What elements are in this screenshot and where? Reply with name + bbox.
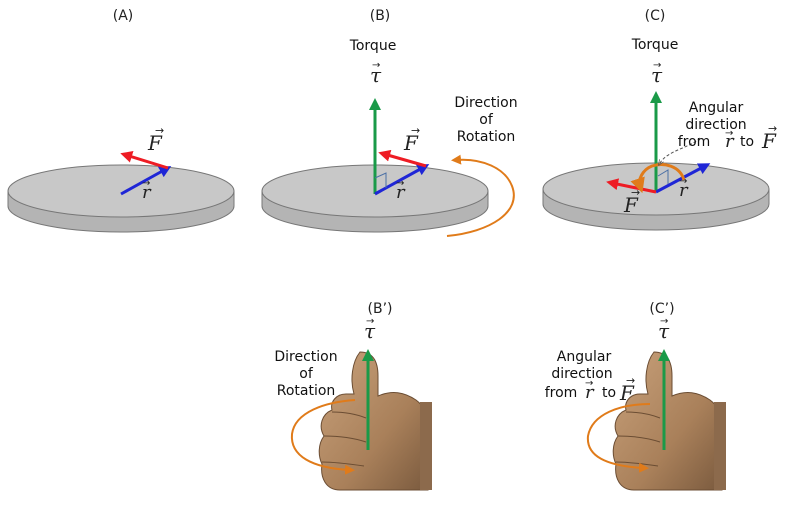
tau-arrow-mark-b: → <box>372 60 380 71</box>
svg-text:Rotation: Rotation <box>457 129 516 145</box>
direction-of-rotation-label-b-prime: Direction of Rotation <box>274 349 337 399</box>
svg-text:Rotation: Rotation <box>277 383 336 399</box>
disk-a <box>7 164 235 233</box>
r-vector-a <box>120 166 172 196</box>
svg-text:of: of <box>299 366 314 382</box>
f-symbol-b: F <box>403 131 419 155</box>
right-angle-mark-c <box>657 169 669 184</box>
f-arrow-mark-c: → <box>631 186 640 199</box>
r-symbol-a: r <box>142 182 152 203</box>
torque-label-c: Torque <box>631 37 679 53</box>
r-symbol-b: r <box>396 182 406 203</box>
svg-text:to: to <box>602 385 616 401</box>
svg-text:of: of <box>479 112 494 128</box>
angular-direction-label-c: Angular direction from r → to F → <box>678 100 778 153</box>
svg-text:Angular: Angular <box>689 100 744 116</box>
f-arrow-mark-a: → <box>155 124 164 137</box>
right-angle-mark-b <box>374 172 387 188</box>
r-arrow-mark-c: → <box>679 176 687 187</box>
r-vector-b <box>374 164 430 196</box>
direction-of-rotation-label-b: Direction of Rotation <box>454 95 517 145</box>
f-arrow-mark-b: → <box>411 124 420 137</box>
panel-a-label: (A) <box>113 8 134 24</box>
r-arrow-mark-b: → <box>396 178 404 189</box>
tau-symbol-c-prime: τ <box>658 319 670 343</box>
panel-a: (A) F → r → <box>7 8 235 233</box>
svg-text:Angular: Angular <box>557 349 612 365</box>
f-symbol-a: F <box>147 131 163 155</box>
r-vector-c <box>655 163 711 194</box>
f-vector-b <box>378 149 427 168</box>
svg-text:Direction: Direction <box>274 349 337 365</box>
f-symbol-c: F <box>623 193 639 217</box>
svg-text:from: from <box>545 385 578 401</box>
thumbs-up-hand-c-prime <box>612 351 726 491</box>
panel-c-prime-label: (C’) <box>649 301 674 317</box>
rotation-arrow-b <box>446 154 515 237</box>
tau-symbol-c: τ <box>651 63 663 87</box>
panel-b-label: (B) <box>370 8 391 24</box>
svg-text:→: → <box>585 378 593 389</box>
svg-text:direction: direction <box>685 117 746 133</box>
svg-text:→: → <box>626 374 635 387</box>
tau-symbol-b-prime: τ <box>364 319 376 343</box>
svg-text:from: from <box>678 134 711 150</box>
svg-text:Direction: Direction <box>454 95 517 111</box>
panel-b: (B) Torque τ → F → r → Direction of Rota… <box>261 8 518 237</box>
svg-text:direction: direction <box>551 366 612 382</box>
svg-text:F: F <box>619 381 635 405</box>
svg-text:to: to <box>740 134 754 150</box>
r-symbol-c: r <box>679 180 689 201</box>
tau-arrow-mark-c-prime: → <box>660 316 668 327</box>
panel-c: (C) Torque τ → F → r → Angular direction… <box>542 8 778 231</box>
svg-text:r: r <box>725 131 735 152</box>
svg-text:r: r <box>585 382 595 403</box>
r-arrow-mark-a: → <box>142 178 150 189</box>
tau-symbol-b: τ <box>370 63 382 87</box>
svg-text:→: → <box>725 128 733 139</box>
panel-c-label: (C) <box>645 8 666 24</box>
tau-arrow-mark-c: → <box>653 60 661 71</box>
thumbs-up-hand-b-prime <box>318 351 432 491</box>
svg-text:→: → <box>768 122 777 135</box>
panel-c-prime: (C’) τ → Angular direction from r → to F… <box>545 301 726 491</box>
f-vector-a <box>120 151 169 170</box>
panel-b-prime: (B’) τ → Direction of Rotation <box>274 301 432 491</box>
svg-text:F: F <box>761 129 777 153</box>
rotation-arrow-c-prime <box>586 403 651 473</box>
panel-b-prime-label: (B’) <box>368 301 393 317</box>
angular-arc-c <box>630 163 686 194</box>
angular-direction-label-c-prime: Angular direction from r → to F → <box>545 349 636 405</box>
rotation-arrow-b-prime <box>290 399 356 475</box>
tau-arrow-mark-b-prime: → <box>366 316 374 327</box>
torque-label-b: Torque <box>349 38 397 54</box>
